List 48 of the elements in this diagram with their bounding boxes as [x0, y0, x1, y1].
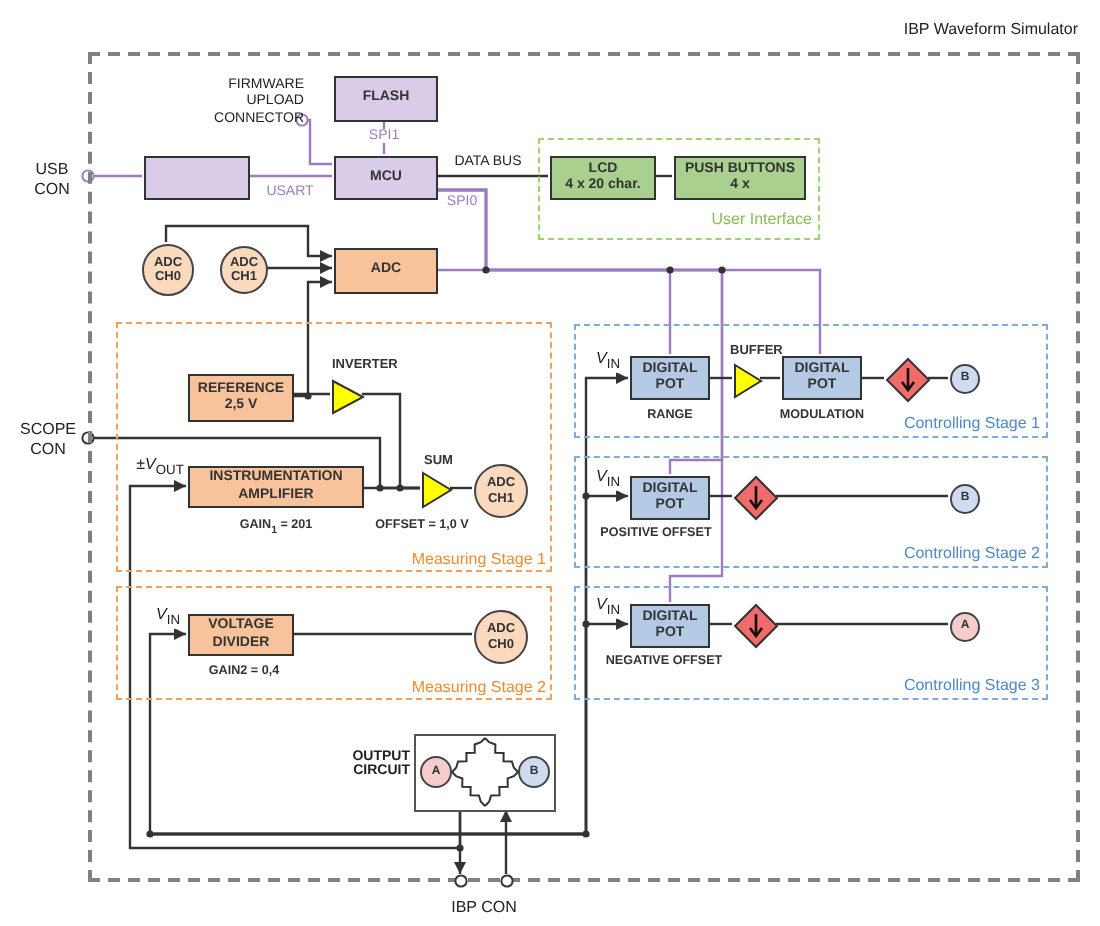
connector-line [362, 486, 420, 490]
arrow [128, 480, 462, 850]
connector-line [860, 376, 884, 380]
edge-label: V$_{IN}$ [594, 596, 622, 620]
connector-label: SCOPE CON [8, 420, 88, 456]
connector-label: USB CON [16, 160, 88, 196]
connector-line [248, 174, 332, 178]
connector-line-with-pin [81, 169, 142, 183]
group-frame [574, 456, 1048, 568]
connector-line [928, 376, 948, 380]
connector-line [436, 174, 548, 178]
connector-line [776, 494, 948, 498]
connector-line [708, 622, 732, 626]
group-title: User Interface [709, 210, 812, 228]
group-frame [116, 586, 552, 700]
connector-label: IBP CON [449, 898, 519, 918]
group-frame [574, 324, 1048, 438]
edge-label: ±V$_{OUT}$ [134, 456, 186, 480]
group-title: Controlling Stage 1 [901, 414, 1040, 432]
arrow [292, 276, 332, 398]
group-title: Controlling Stage 3 [901, 676, 1040, 694]
group-frame [574, 586, 1048, 700]
group-frame [116, 322, 552, 572]
arrow [266, 262, 332, 274]
connector-line [382, 120, 386, 154]
connector-line [450, 486, 472, 490]
group-title: Controlling Stage 2 [901, 544, 1040, 562]
edge-label: V$_{IN}$ [154, 606, 182, 630]
switch-diamond [734, 476, 778, 520]
connector-line [292, 632, 472, 636]
connector-line [436, 188, 724, 602]
connector-line [776, 622, 948, 626]
switch-diamond [734, 604, 778, 648]
group-title: Measuring Stage 2 [409, 678, 546, 696]
chip-box [144, 156, 250, 200]
group-title: IBP Waveform Simulator [901, 20, 1078, 38]
connector-line [760, 376, 780, 380]
edge-label: V$_{IN}$ [594, 350, 622, 374]
arrow [500, 810, 512, 874]
group-title: Measuring Stage 1 [409, 550, 546, 568]
arrow [164, 224, 332, 262]
connector-line [708, 376, 732, 380]
connector-line-with-pin [295, 113, 332, 166]
switch-diamond [886, 358, 930, 402]
connector-line [292, 392, 330, 396]
connector-line [708, 494, 732, 498]
edge-label: V$_{IN}$ [594, 468, 622, 492]
group-frame [538, 138, 820, 240]
